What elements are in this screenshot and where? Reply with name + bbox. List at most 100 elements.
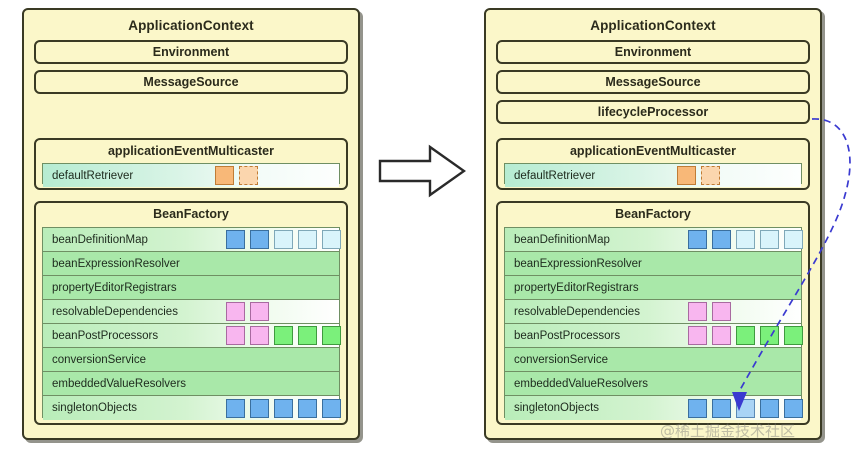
row-label: conversionService [514,353,608,366]
right-panel-title: ApplicationContext [590,18,716,33]
table-row[interactable]: embeddedValueResolvers [505,372,801,396]
slot-blue[interactable] [712,230,731,249]
table-row[interactable]: beanPostProcessors [505,324,803,348]
slot-green[interactable] [736,326,755,345]
slot-blue-highlighted[interactable] [736,398,755,418]
row-label: singletonObjects [52,402,138,414]
table-row[interactable]: conversionService [43,348,339,372]
slot-orange-filled[interactable] [677,166,696,185]
row-default-retriever[interactable]: defaultRetriever [43,164,339,187]
table-row[interactable]: conversionService [505,348,801,372]
slot-pink[interactable] [226,302,245,321]
slot-orange-filled[interactable] [215,166,234,185]
left-panel-title: ApplicationContext [128,18,254,33]
row-label: embeddedValueResolvers [52,377,187,390]
table-row[interactable]: singletonObjects [505,396,803,420]
row-slots [226,396,341,420]
row-label: beanPostProcessors [52,329,159,342]
slot-blue[interactable] [250,398,269,418]
slot-blue-pale[interactable] [784,230,803,249]
slot-blue[interactable] [274,398,293,418]
right-aem-title: applicationEventMulticaster [569,144,736,158]
table-row[interactable]: propertyEditorRegistrars [43,276,339,300]
left-aem-title: applicationEventMulticaster [107,144,274,158]
slot-pink[interactable] [688,302,707,321]
left-group-bean-factory: BeanFactory beanDefinitionMap beanExpres… [34,201,348,425]
row-label: beanDefinitionMap [52,233,148,246]
slot-green[interactable] [322,326,341,345]
row-label: beanExpressionResolver [514,257,642,270]
transition-right-arrow-icon [378,144,466,198]
slot-blue-pale[interactable] [298,230,317,249]
row-label: resolvableDependencies [514,305,640,318]
slot-blue[interactable] [226,398,245,418]
left-aem-rows: defaultRetriever [42,163,340,187]
table-row[interactable]: beanExpressionResolver [43,252,339,276]
row-slots [688,300,731,323]
left-group-application-event-multicaster: applicationEventMulticaster defaultRetri… [34,138,348,190]
slot-blue-pale[interactable] [760,230,779,249]
left-box-environment[interactable]: Environment [34,40,348,64]
left-beanfactory-rows: beanDefinitionMap beanExpressionResolver… [42,227,341,420]
row-label: propertyEditorRegistrars [52,281,177,294]
table-row[interactable]: embeddedValueResolvers [43,372,339,396]
row-label: resolvableDependencies [52,305,178,318]
slot-blue[interactable] [298,398,317,418]
row-slots [226,324,341,347]
right-box-messagesource-label: MessageSource [605,75,701,89]
table-row[interactable]: resolvableDependencies [505,300,801,324]
slot-blue-pale[interactable] [274,230,293,249]
table-row[interactable]: singletonObjects [43,396,341,420]
table-row[interactable]: beanPostProcessors [43,324,341,348]
row-slots [688,396,803,420]
slot-blue[interactable] [760,398,779,418]
row-default-retriever[interactable]: defaultRetriever [505,164,801,187]
slot-blue[interactable] [688,230,707,249]
slot-green[interactable] [274,326,293,345]
right-box-environment[interactable]: Environment [496,40,810,64]
row-slots [226,228,341,251]
row-slots [688,228,803,251]
slot-pink[interactable] [688,326,707,345]
table-row[interactable]: resolvableDependencies [43,300,339,324]
row-label: beanExpressionResolver [52,257,180,270]
row-label: conversionService [52,353,146,366]
right-group-bean-factory: BeanFactory beanDefinitionMap beanExpres… [496,201,810,425]
slot-blue[interactable] [784,398,803,418]
slot-pink[interactable] [712,326,731,345]
slot-blue[interactable] [322,398,341,418]
table-row[interactable]: propertyEditorRegistrars [505,276,801,300]
row-default-retriever-label: defaultRetriever [52,169,134,182]
right-group-application-event-multicaster: applicationEventMulticaster defaultRetri… [496,138,810,190]
slot-green[interactable] [784,326,803,345]
slot-green[interactable] [298,326,317,345]
left-beanfactory-title: BeanFactory [153,207,229,221]
table-row[interactable]: beanExpressionResolver [505,252,801,276]
slot-pink[interactable] [712,302,731,321]
slot-blue-pale[interactable] [736,230,755,249]
row-slots [688,324,803,347]
slot-green[interactable] [760,326,779,345]
slot-blue[interactable] [226,230,245,249]
table-row[interactable]: beanDefinitionMap [43,228,341,252]
slot-pink[interactable] [250,302,269,321]
slot-blue-pale[interactable] [322,230,341,249]
slot-orange-dashed[interactable] [701,166,720,185]
left-box-environment-label: Environment [152,45,230,59]
right-box-lifecycleprocessor[interactable]: lifecycleProcessor [496,100,810,124]
slot-blue[interactable] [712,398,731,418]
right-box-lifecycleprocessor-label: lifecycleProcessor [597,105,709,119]
slot-pink[interactable] [226,326,245,345]
row-default-retriever-slots [215,164,258,187]
row-default-retriever-slots [677,164,720,187]
row-label: beanPostProcessors [514,329,621,342]
slot-blue[interactable] [688,398,707,418]
left-application-context-panel: ApplicationContext Environment MessageSo… [22,8,360,440]
right-box-messagesource[interactable]: MessageSource [496,70,810,94]
table-row[interactable]: beanDefinitionMap [505,228,803,252]
slot-orange-dashed[interactable] [239,166,258,185]
row-label: beanDefinitionMap [514,233,610,246]
slot-blue[interactable] [250,230,269,249]
slot-pink[interactable] [250,326,269,345]
left-box-messagesource[interactable]: MessageSource [34,70,348,94]
